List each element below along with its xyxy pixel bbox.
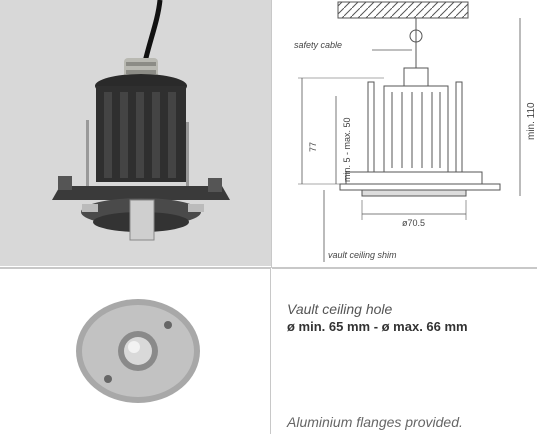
hole-dimensions: ø min. 65 mm - ø max. 66 mm [287,319,468,334]
flange-image [76,299,200,403]
shim-label: vault ceiling shim [328,250,397,260]
flange-photo [0,268,271,434]
shim-range-label: min. 5 - max. 50 [342,117,352,182]
height-77-label: 77 [308,142,318,152]
row-divider [0,267,537,268]
info-title: Vault ceiling hole [287,301,393,317]
height-min-label: min. 110 [526,102,537,140]
dimension-drawing: safety cable 77 min. 5 - max. 50 [294,1,537,262]
safety-cable-label: safety cable [294,40,342,50]
flange-note: Aluminium flanges provided. [287,414,463,430]
product-photo [0,0,271,266]
diameter-label: ø70.5 [402,218,425,228]
column-divider [271,0,272,268]
info-panel: Vault ceiling hole ø min. 65 mm - ø max.… [272,268,537,434]
downlight-fixture-image [52,0,230,241]
technical-drawing: safety cable 77 min. 5 - max. 50 [272,0,537,266]
